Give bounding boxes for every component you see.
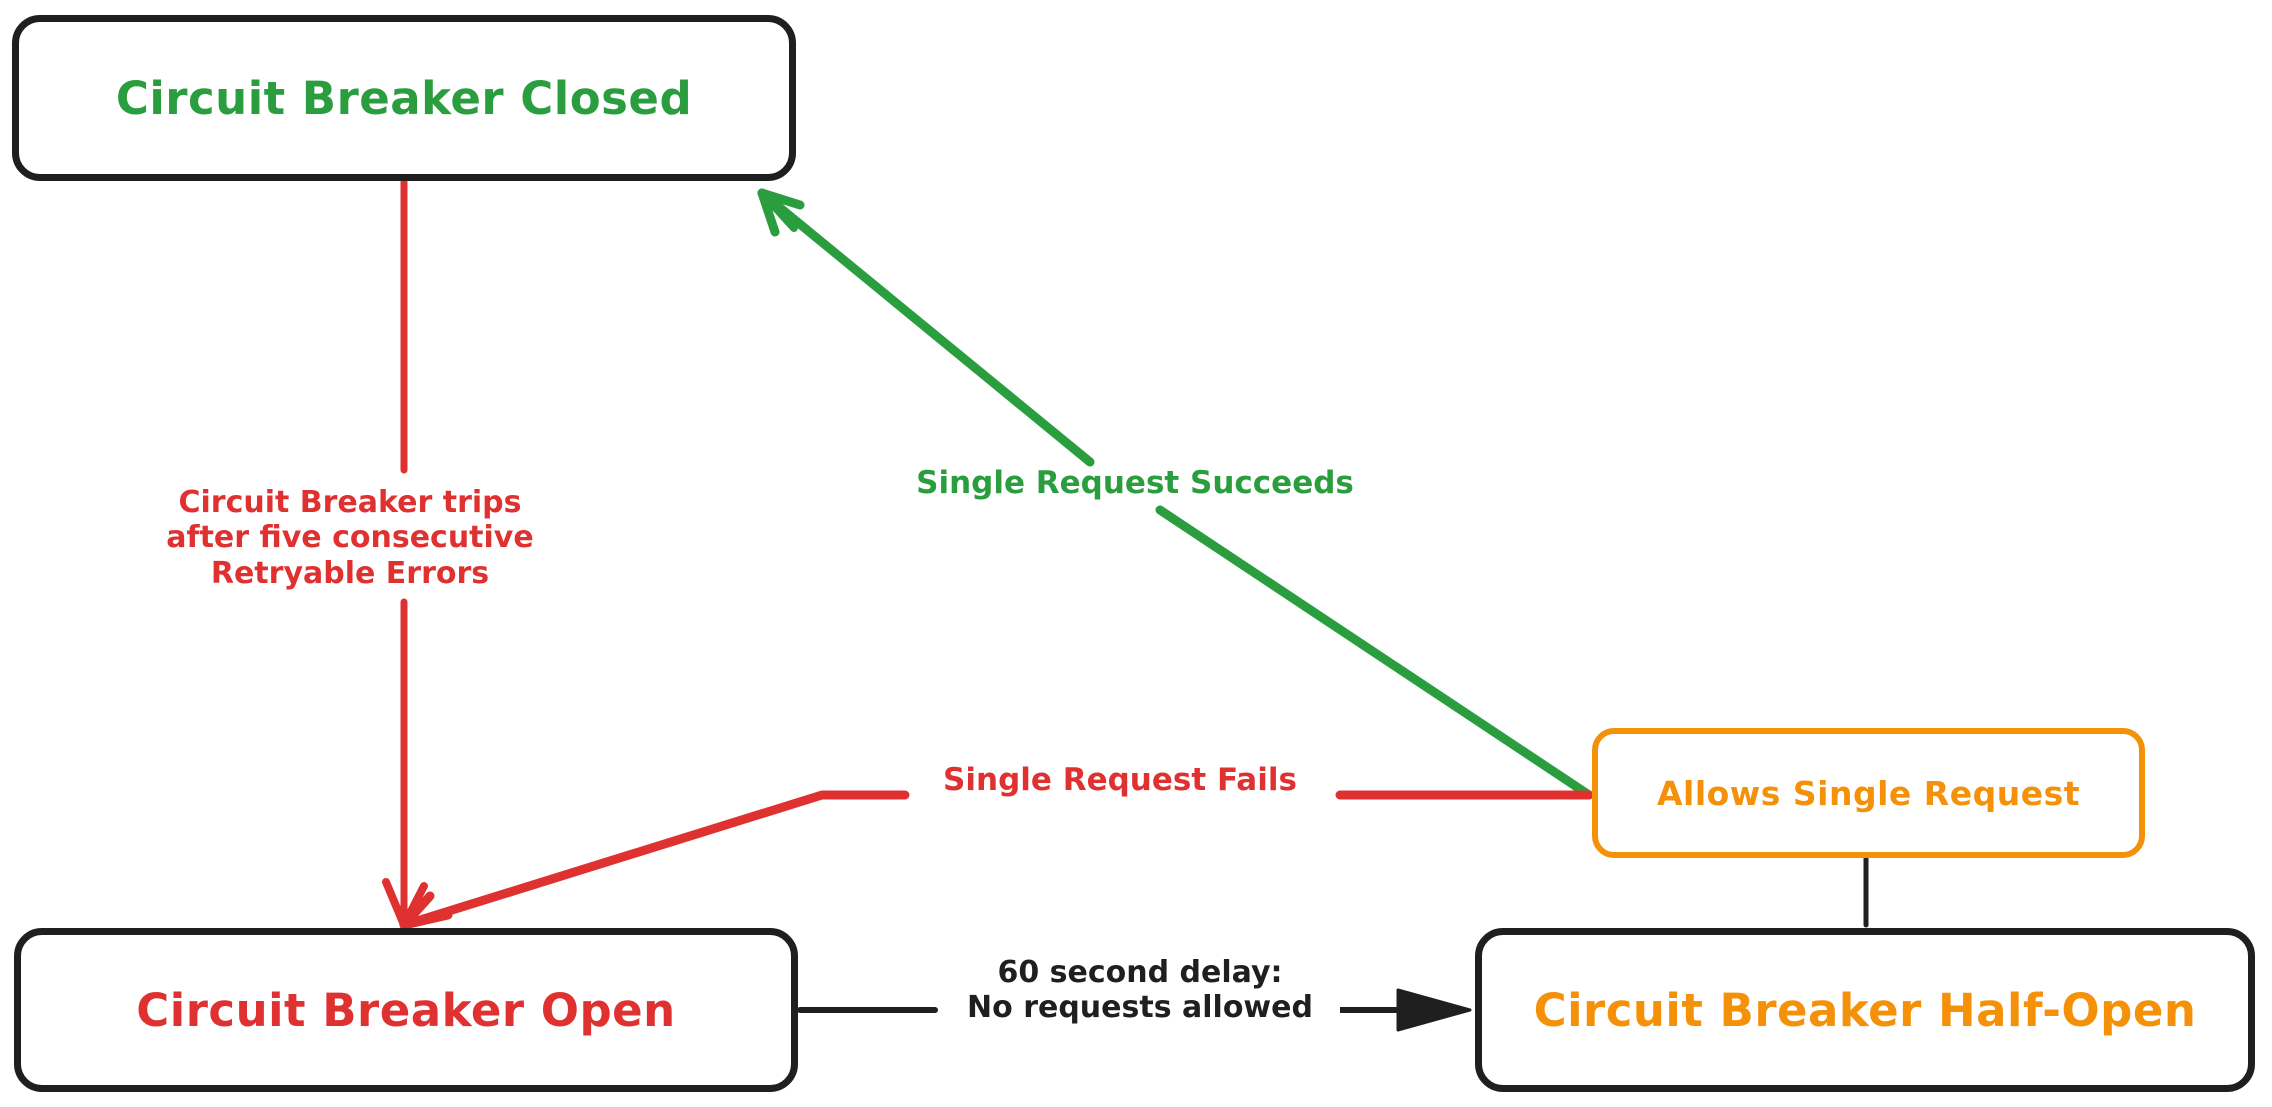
edge-label-single-request-succeeds: Single Request Succeeds (916, 465, 1354, 501)
node-allows-single-request[interactable]: Allows Single Request (1592, 728, 2145, 858)
edge-allows-to-closed (757, 188, 1594, 800)
edge-label-60-second-delay: 60 second delay: No requests allowed (940, 955, 1340, 1026)
node-label-allows-single-request: Allows Single Request (1656, 773, 2081, 813)
edge-open-to-halfopen (797, 988, 1472, 1032)
node-label-closed: Circuit Breaker Closed (115, 71, 693, 125)
edge-label-circuit-breaker-trips: Circuit Breaker trips after five consecu… (166, 485, 534, 591)
node-label-half-open: Circuit Breaker Half-Open (1533, 983, 2197, 1037)
edge-label-single-request-fails: Single Request Fails (910, 762, 1330, 799)
edge-allows-to-open (399, 790, 1594, 930)
node-label-open: Circuit Breaker Open (136, 983, 676, 1037)
node-circuit-breaker-closed[interactable]: Circuit Breaker Closed (12, 15, 796, 181)
node-circuit-breaker-half-open[interactable]: Circuit Breaker Half-Open (1475, 928, 2255, 1092)
node-circuit-breaker-open[interactable]: Circuit Breaker Open (14, 928, 798, 1092)
